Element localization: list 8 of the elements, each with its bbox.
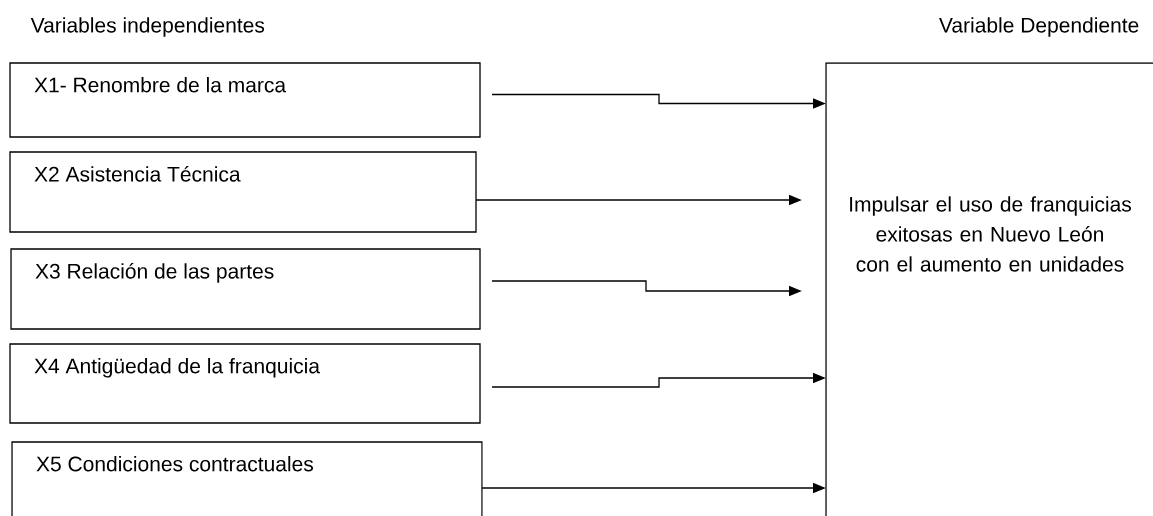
- heading: Variables independientes: [30, 17, 265, 37]
- variable-box: X1- Renombre de la marca: [9, 62, 481, 138]
- variable-box: X2 Asistencia Técnica: [9, 151, 477, 233]
- variable-box: X3 Relación de las partes: [10, 248, 481, 330]
- variable-box: X4 Antigüedad de la franquicia: [9, 343, 481, 424]
- heading: Variable Dependiente: [939, 17, 1139, 37]
- variable-box: X5 Condiciones contractuales: [11, 441, 483, 516]
- dependent-variable-box: Impulsar el uso de franquicias exitosas en Nuevo León con el aumento en unidades: [825, 62, 1153, 516]
